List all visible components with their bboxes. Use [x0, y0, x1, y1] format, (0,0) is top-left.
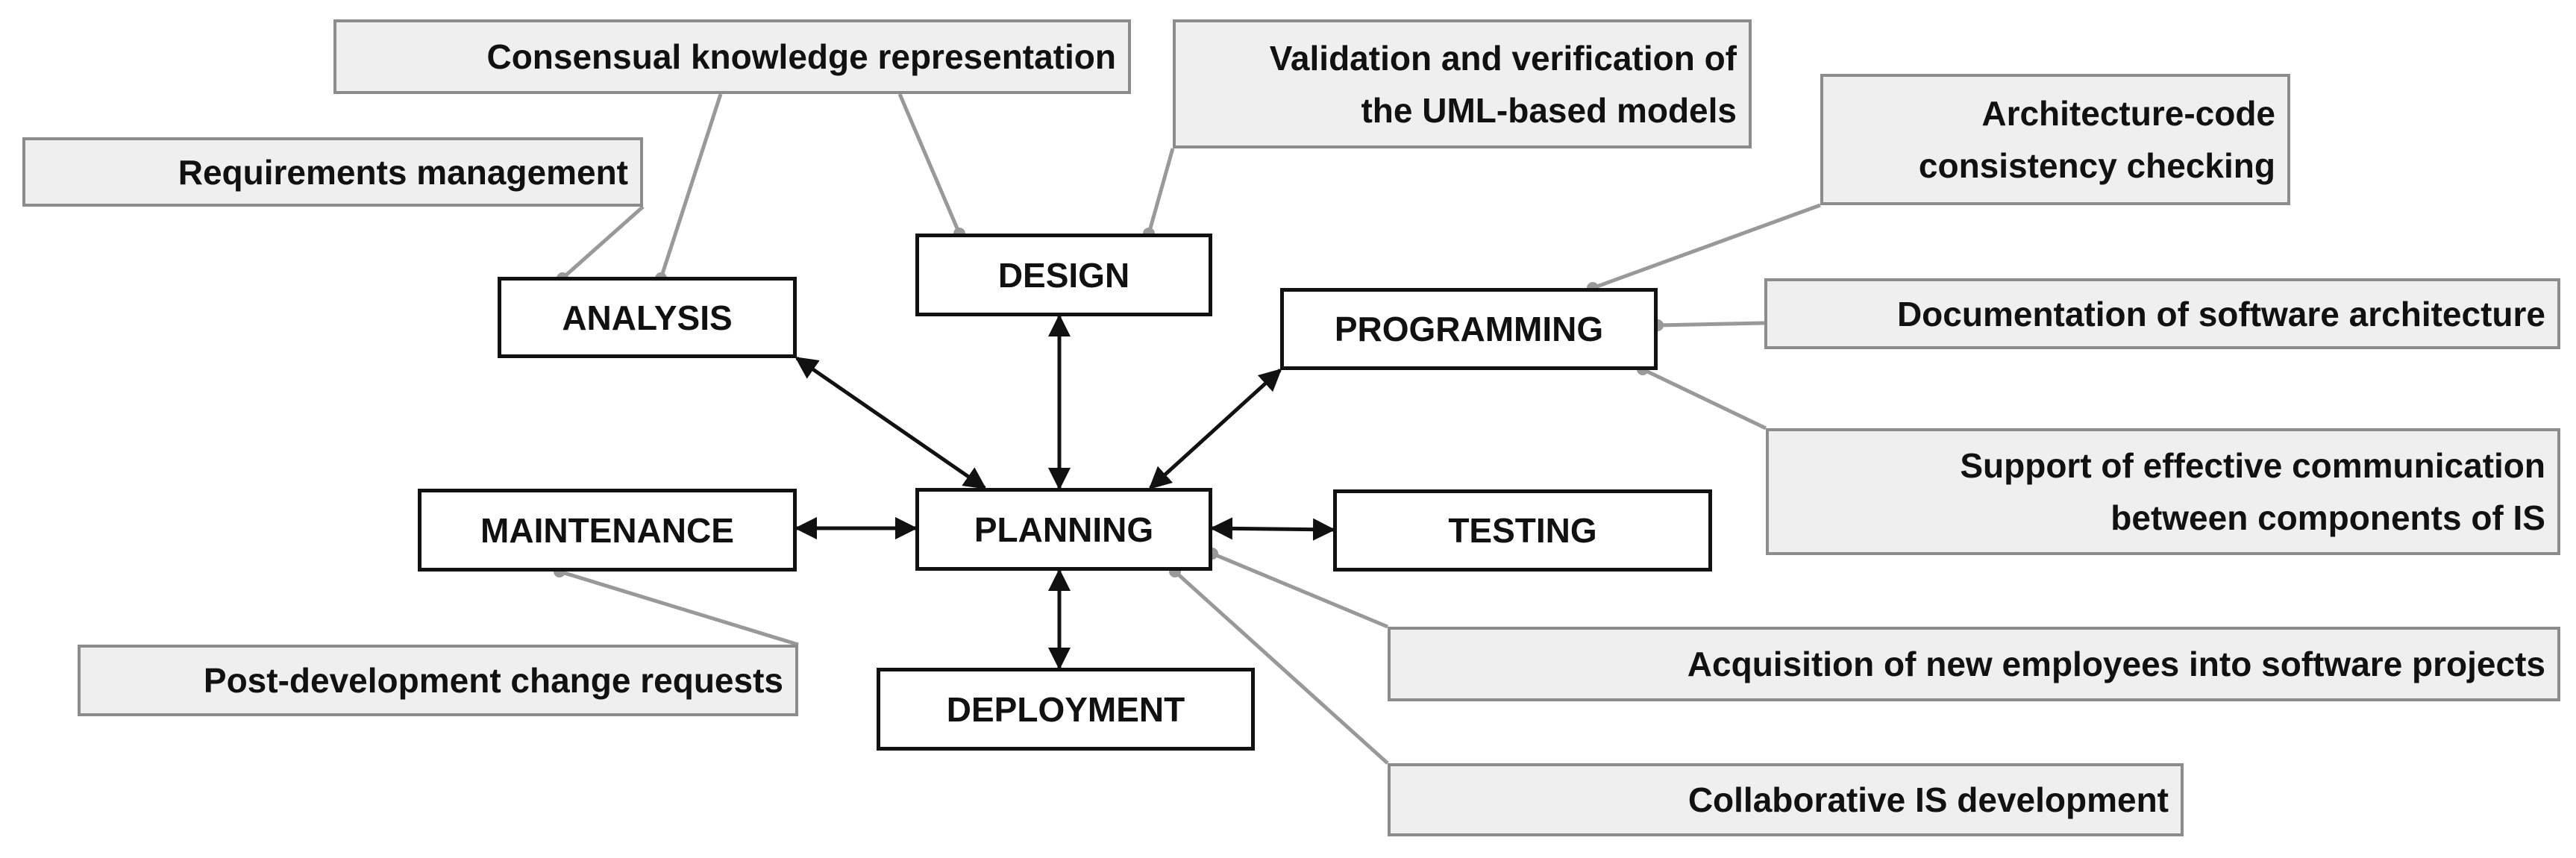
note-validation-verification: Validation and verification of the UML-b…: [1173, 19, 1752, 148]
design-node: DESIGN: [915, 234, 1212, 316]
maintenance-node: MAINTENANCE: [418, 489, 797, 572]
note-documentation-architecture: Documentation of software architecture: [1764, 278, 2560, 349]
arrow-planning-testing: [1210, 517, 1335, 541]
deployment-node: DEPLOYMENT: [877, 668, 1255, 751]
connector-support-programming: [1641, 367, 1767, 430]
planning-node: PLANNING: [915, 488, 1212, 571]
note-acquisition-employees: Acquisition of new employees into softwa…: [1388, 627, 2560, 701]
connector-collaborative-planning: [1173, 570, 1389, 765]
note-requirements-management: Requirements management: [22, 137, 643, 207]
programming-node: PROGRAMMING: [1280, 288, 1658, 370]
connector-consensual-analysis: [659, 93, 723, 279]
arrow-planning-programming: [1148, 368, 1282, 490]
note-support-communication: Support of effective communication betwe…: [1766, 428, 2560, 555]
connector-documentation-programming: [1657, 321, 1765, 328]
connector-postdev-maintenance: [559, 569, 799, 647]
connector-consensual-design: [897, 93, 962, 234]
note-architecture-code: Architecture-code consistency checking: [1820, 74, 2290, 205]
testing-node: TESTING: [1333, 489, 1712, 572]
connector-requirements-analysis: [561, 205, 645, 280]
note-collaborative-development: Collaborative IS development: [1388, 763, 2184, 836]
connector-validation-design: [1147, 148, 1175, 234]
connector-acquisition-planning: [1212, 551, 1388, 629]
note-consensual-knowledge: Consensual knowledge representation: [333, 19, 1131, 94]
connector-architecture-programming: [1592, 203, 1821, 290]
note-post-development: Post-development change requests: [78, 645, 798, 716]
analysis-node: ANALYSIS: [498, 277, 797, 358]
arrow-planning-analysis: [795, 356, 987, 490]
